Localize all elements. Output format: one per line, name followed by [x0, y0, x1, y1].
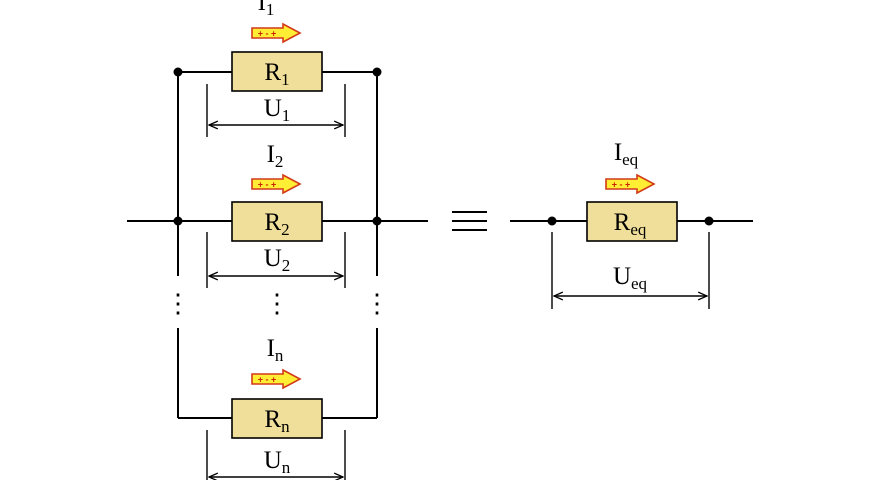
resistor-r2 — [231, 201, 323, 242]
branch-2: I2 + - + R2 U2 — [206, 141, 346, 288]
parallel-circuit: ⋮ ⋮ ⋮ — [127, 67, 428, 419]
current-direction-arrow-icon: + - + — [251, 368, 302, 390]
resistor-r1-label: R1 — [264, 59, 289, 89]
junction-node — [372, 67, 382, 77]
resistor-rn-label: Rn — [264, 406, 290, 436]
branch-n: In + - + Rn Un — [206, 335, 346, 480]
equivalent-circuit: Ieq + - + Req Ueq — [510, 139, 753, 309]
voltage-ueq-label: Ueq — [613, 263, 648, 293]
arrow-sign-text: + - + — [612, 180, 631, 190]
arrow-sign-text: + - + — [258, 180, 277, 190]
continuation-dots-left: ⋮ — [165, 289, 191, 319]
branch-1-current-label: I1 — [258, 0, 275, 19]
resistor-req — [586, 201, 678, 242]
current-direction-arrow-icon: + - + — [251, 22, 302, 44]
junction-node — [547, 216, 557, 226]
branch-1: I1 + - + R1 U1 — [206, 0, 346, 137]
continuation-dots-right: ⋮ — [364, 289, 390, 319]
branch-2-current-label: I2 — [267, 141, 284, 171]
voltage-un-label: Un — [264, 447, 291, 477]
resistor-req-label: Req — [614, 209, 647, 239]
junction-node — [173, 67, 183, 77]
junction-node — [704, 216, 714, 226]
resistor-r1 — [231, 51, 323, 92]
arrow-sign-text: + - + — [258, 29, 277, 39]
voltage-u1-label: U1 — [264, 95, 291, 125]
current-direction-arrow-icon: + - + — [251, 173, 302, 195]
resistor-rn — [231, 398, 323, 439]
voltage-u2-label: U2 — [264, 245, 291, 275]
current-direction-arrow-icon: + - + — [605, 173, 656, 195]
eq-current-label: Ieq — [614, 139, 639, 169]
continuation-dots-middle: ⋮ — [264, 289, 290, 319]
arrow-sign-text: + - + — [258, 375, 277, 385]
junction-node — [372, 216, 382, 226]
resistor-r2-label: R2 — [264, 209, 289, 239]
junction-node — [173, 216, 183, 226]
equivalence-symbol — [452, 211, 487, 231]
branch-n-current-label: In — [267, 335, 284, 365]
